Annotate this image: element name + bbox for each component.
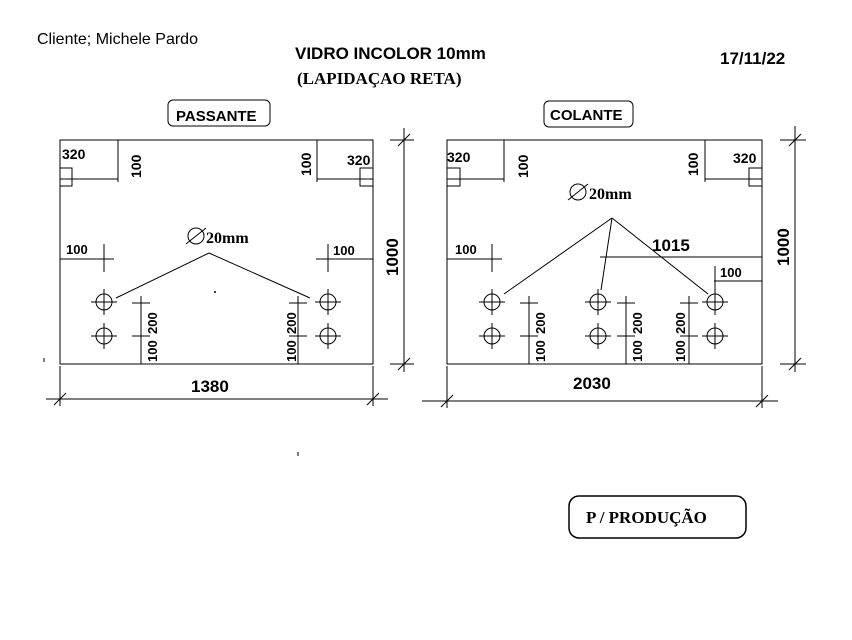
passante-dim-320-left: 320 bbox=[62, 146, 86, 162]
colante-dim-1015: 1015 bbox=[652, 236, 690, 255]
passante-dim-100-left-v: 100 bbox=[128, 154, 144, 178]
passante-height-dim: 1000 bbox=[383, 238, 402, 276]
colante-height-dim: 1000 bbox=[774, 228, 793, 266]
colante-dim-100-mid-bottom: 100 bbox=[630, 340, 645, 362]
colante-diameter-label: 20mm bbox=[589, 186, 632, 203]
colante-dim-200-mid: 200 bbox=[630, 312, 645, 334]
colante-diameter-symbol bbox=[569, 183, 587, 201]
colante-dim-100-right-v: 100 bbox=[685, 152, 701, 176]
passante-dim-320-right: 320 bbox=[347, 152, 371, 168]
passante-hole-4 bbox=[314, 322, 342, 350]
passante-hole-2 bbox=[90, 322, 118, 350]
passante-dim-100-left-bottom: 100 bbox=[145, 340, 160, 362]
colante-dim-320-right: 320 bbox=[733, 150, 757, 166]
passante-hole-3 bbox=[314, 288, 342, 316]
production-stamp: P / PRODUÇÃO bbox=[586, 508, 707, 527]
drawing-subtitle: (LAPIDAÇAO RETA) bbox=[297, 69, 462, 88]
colante-dim-320-left: 320 bbox=[447, 149, 471, 165]
colante-dim-100-edge-right: 100 bbox=[720, 265, 742, 280]
colante-dim-100-left-v: 100 bbox=[515, 154, 531, 178]
colante-dim-100-left-bottom: 100 bbox=[533, 340, 548, 362]
colante-width-dim: 2030 bbox=[573, 374, 611, 393]
passante-glass-outline bbox=[59, 139, 374, 365]
passante-dim-100-right-bottom: 100 bbox=[284, 340, 299, 362]
passante-corner-mark-left bbox=[59, 167, 73, 187]
colante-hole-4 bbox=[584, 322, 612, 350]
colante-dim-200-left: 200 bbox=[533, 312, 548, 334]
drawing-date: 17/11/22 bbox=[720, 49, 785, 68]
passante-dim-100-edge-right: 100 bbox=[333, 243, 355, 258]
passante-dim-100-right-v: 100 bbox=[298, 152, 314, 176]
colante-dim-200-right: 200 bbox=[673, 312, 688, 334]
colante-dim-100-edge-left: 100 bbox=[455, 242, 477, 257]
colante-hole-6 bbox=[701, 322, 729, 350]
passante-dim-200-left: 200 bbox=[145, 312, 160, 334]
passante-width-dim: 1380 bbox=[191, 377, 229, 396]
panel-colante: COLANTE 320 100 320 100 100 1015 100 20m… bbox=[422, 100, 806, 408]
colante-label-box bbox=[543, 100, 634, 128]
client-name: Cliente; Michele Pardo bbox=[37, 31, 198, 48]
passante-dim-100-edge-left: 100 bbox=[66, 242, 88, 257]
colante-glass-outline bbox=[446, 139, 763, 365]
passante-dim-200-right: 200 bbox=[284, 312, 299, 334]
panel-passante: PASSANTE 320 100 320 100 100 100 20mm bbox=[46, 99, 414, 406]
passante-hole-1 bbox=[90, 288, 118, 316]
colante-hole-2 bbox=[478, 322, 506, 350]
colante-hole-3 bbox=[584, 288, 612, 316]
colante-corner-mark-left bbox=[446, 167, 461, 187]
passante-label-box bbox=[167, 99, 271, 127]
drawing-title: VIDRO INCOLOR 10mm bbox=[295, 44, 486, 63]
passante-diameter-label: 20mm bbox=[206, 230, 249, 247]
colante-dim-100-right-bottom: 100 bbox=[673, 340, 688, 362]
colante-label: COLANTE bbox=[550, 107, 623, 124]
colante-corner-mark-right bbox=[748, 167, 763, 187]
passante-label: PASSANTE bbox=[176, 108, 257, 125]
passante-diameter-symbol bbox=[187, 227, 205, 245]
production-stamp-box bbox=[568, 495, 747, 539]
colante-hole-1 bbox=[478, 288, 506, 316]
passante-corner-mark-right bbox=[359, 167, 374, 187]
